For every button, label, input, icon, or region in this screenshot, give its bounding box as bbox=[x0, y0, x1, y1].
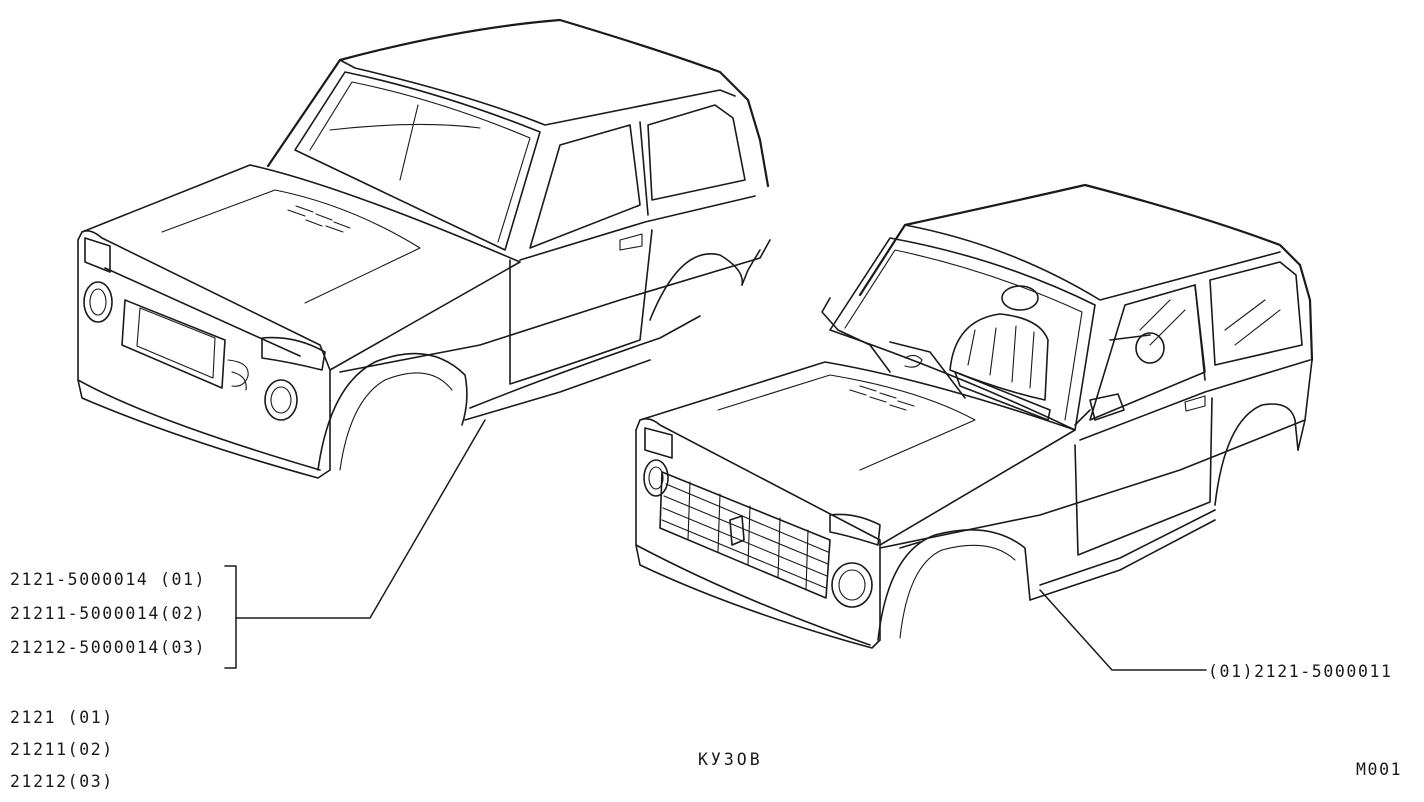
callout-leaders bbox=[224, 419, 1207, 671]
part-number-label: 21211-5000014(02) bbox=[10, 604, 207, 623]
assembled-body bbox=[635, 183, 1314, 649]
assembled-body-part-number: (01)2121-5000011 bbox=[1208, 662, 1393, 681]
model-label: 21211(02) bbox=[10, 740, 114, 759]
part-number-label: 2121-5000014 (01) bbox=[10, 570, 207, 589]
model-label: 2121 (01) bbox=[10, 708, 114, 727]
model-label: 21212(03) bbox=[10, 772, 114, 791]
part-number-label: 21212-5000014(03) bbox=[10, 638, 207, 657]
drawing-code: M001 bbox=[1356, 760, 1403, 779]
bare-body-shell bbox=[77, 18, 771, 479]
diagram-caption: КУЗОВ bbox=[698, 750, 763, 769]
